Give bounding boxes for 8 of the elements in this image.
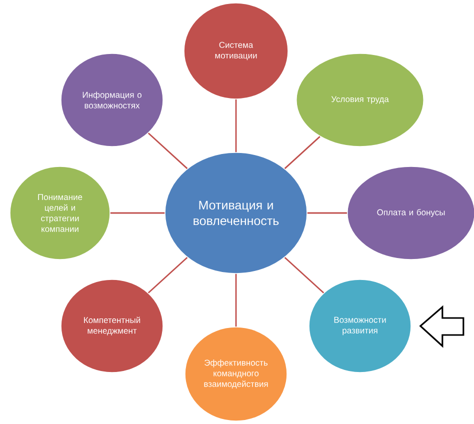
connector-line (235, 99, 237, 152)
connector-line (284, 256, 324, 294)
connector-line (235, 274, 237, 327)
connector-line (284, 136, 320, 170)
connector-line (148, 256, 188, 294)
connector-line (148, 132, 188, 170)
connector-line (307, 212, 347, 214)
connector-line (110, 212, 165, 214)
